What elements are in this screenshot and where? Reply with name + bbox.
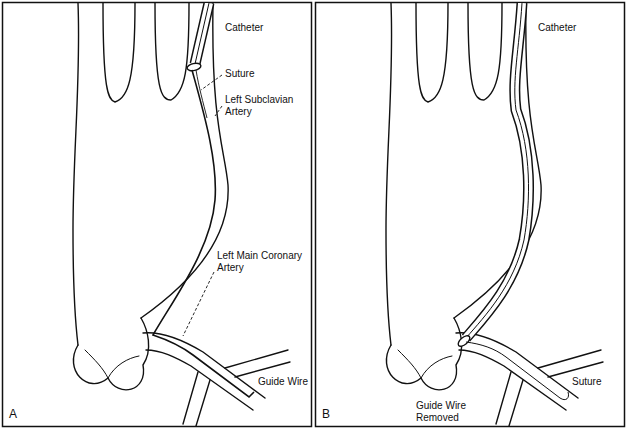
part-label: Catheter	[225, 22, 263, 34]
part-label: Left Main Coronary Artery	[217, 250, 307, 273]
panel-letter: A	[9, 408, 17, 422]
panel-letter: B	[322, 408, 330, 422]
part-label: Suture	[572, 376, 601, 388]
part-label: Suture	[225, 68, 254, 80]
panel-frame	[316, 3, 625, 427]
panel-a-art	[73, 3, 290, 426]
part-label: Guide Wire	[258, 376, 308, 388]
part-label: Left Subclavian Artery	[225, 94, 301, 117]
part-label: Catheter	[538, 22, 576, 34]
part-label: Guide Wire Removed	[416, 400, 472, 423]
panel-frame	[3, 3, 312, 427]
panel-b-art	[386, 3, 603, 426]
